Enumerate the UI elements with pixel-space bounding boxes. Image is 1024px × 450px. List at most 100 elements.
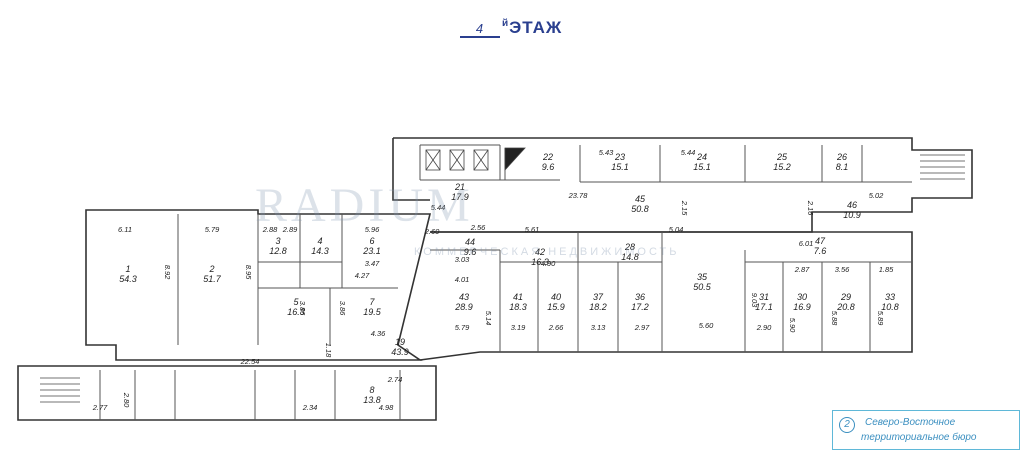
room-number: 42: [535, 247, 545, 257]
dimension-label: 5.90: [788, 318, 797, 333]
room-area: 14.8: [621, 252, 639, 262]
room-number: 47: [815, 236, 826, 246]
north-wing-outline: [393, 137, 973, 233]
dimension-label: 5.79: [205, 225, 220, 234]
room-area: 10.8: [881, 302, 899, 312]
room-area: 18.3: [509, 302, 527, 312]
room-number: 35: [697, 272, 708, 282]
room-number: 1: [125, 264, 130, 274]
room-area: 10.9: [843, 210, 861, 220]
room-area: 50.8: [631, 204, 649, 214]
room-area: 15.2: [773, 162, 791, 172]
room-number: 4: [317, 236, 322, 246]
floor-suffix: й: [502, 18, 510, 29]
room-number: 33: [885, 292, 895, 302]
room-number: 45: [635, 194, 646, 204]
room-area: 51.7: [203, 274, 222, 284]
room-number: 6: [369, 236, 374, 246]
room-area: 18.2: [589, 302, 607, 312]
room-number: 30: [797, 292, 807, 302]
dimension-label: 5.96: [365, 225, 380, 234]
dimension-label: 2.16: [806, 200, 815, 216]
dimension-label: 3.86: [338, 301, 347, 316]
room-number: 29: [840, 292, 851, 302]
dimension-label: 2.97: [634, 323, 650, 332]
dimension-label: 5.44: [681, 148, 696, 157]
room-number: 24: [696, 152, 707, 162]
dimension-label: 3.13: [591, 323, 606, 332]
room-area: 20.8: [836, 302, 855, 312]
dimension-label: 23.78: [568, 191, 589, 200]
dimension-label: 2.15: [680, 200, 689, 216]
room-area: 16.3: [531, 257, 549, 267]
dimension-label: 2.66: [548, 323, 564, 332]
dimension-label: 4.27: [355, 271, 370, 280]
dimension-label: 3.56: [835, 265, 850, 274]
room-number: 19: [395, 337, 405, 347]
dimension-label: 5.14: [484, 311, 493, 326]
dimension-label: 2.77: [92, 403, 108, 412]
room-area: 23.1: [362, 246, 381, 256]
dimension-label: 2.80: [122, 392, 131, 408]
room-area: 50.5: [693, 282, 712, 292]
room-area: 15.1: [693, 162, 711, 172]
dimension-label: 2.56: [470, 223, 486, 232]
watermark-brand: RADIUM: [255, 179, 474, 232]
room-number: 8: [369, 385, 374, 395]
room-number: 37: [593, 292, 604, 302]
room-number: 3: [275, 236, 280, 246]
main-block-outline: [85, 209, 432, 361]
dimension-label: 5.44: [431, 203, 446, 212]
dimension-label: 3.19: [511, 323, 526, 332]
room-area: 17.1: [755, 302, 773, 312]
dimension-label: 9.03: [750, 293, 759, 308]
room-number: 25: [776, 152, 788, 162]
room-number: 36: [635, 292, 645, 302]
room-area: 16.3: [287, 307, 305, 317]
room-number: 41: [513, 292, 523, 302]
bti-stamp: 2 Северо-Восточное территориальное бюро: [832, 410, 1020, 450]
room-number: 43: [459, 292, 469, 302]
room-number: 5: [293, 297, 299, 307]
watermark-tagline: КОММЕРЧЕСКАЯ НЕДВИЖИМОСТЬ: [414, 246, 680, 258]
room-area: 7.6: [814, 246, 827, 256]
room-number: 7: [369, 297, 375, 307]
dimension-label: 1.85: [879, 265, 894, 274]
dimension-label: 6.11: [118, 225, 132, 234]
dimension-label: 4.90: [541, 259, 556, 268]
room-area: 54.3: [119, 274, 137, 284]
room-number: 31: [759, 292, 769, 302]
dimension-label: 2.88: [262, 225, 278, 234]
dimension-label: 22.54: [240, 357, 260, 366]
floor-number: 4: [460, 21, 500, 38]
dimension-label: 5.61: [525, 225, 540, 234]
dimension-label: 2.90: [756, 323, 772, 332]
dimension-label: 5.43: [599, 148, 614, 157]
room-number: 21: [454, 182, 465, 192]
room-area: 9.6: [464, 247, 477, 257]
room-area: 17.9: [451, 192, 469, 202]
dimension-label: 3.03: [455, 255, 470, 264]
dimension-label: 5.60: [699, 321, 714, 330]
dimension-label: 5.02: [869, 191, 884, 200]
dimension-label: 2.89: [282, 225, 298, 234]
room-number: 23: [614, 152, 625, 162]
dimension-label: 2.60: [424, 227, 440, 236]
room-area: 28.9: [454, 302, 473, 312]
south-wing-outline: [17, 365, 437, 421]
dimension-label: 2.87: [794, 265, 810, 274]
room-area: 14.3: [311, 246, 329, 256]
dimension-label: 5.04: [669, 225, 684, 234]
room-area: 15.9: [547, 302, 565, 312]
room-area: 19.5: [363, 307, 382, 317]
room-area: 43.9: [391, 347, 409, 357]
stamp-line1: Северо-Восточное: [865, 417, 956, 428]
dimension-label: 1.18: [324, 343, 333, 358]
dimension-label: 5.89: [876, 311, 885, 326]
room-number: 22: [542, 152, 553, 162]
room-labels: 154.3251.7312.8414.3516.3623.1719.5813.8…: [119, 152, 899, 405]
dimension-label: 4.98: [379, 403, 394, 412]
stamp-line2: территориальное бюро: [861, 432, 977, 443]
room-area: 17.2: [631, 302, 649, 312]
